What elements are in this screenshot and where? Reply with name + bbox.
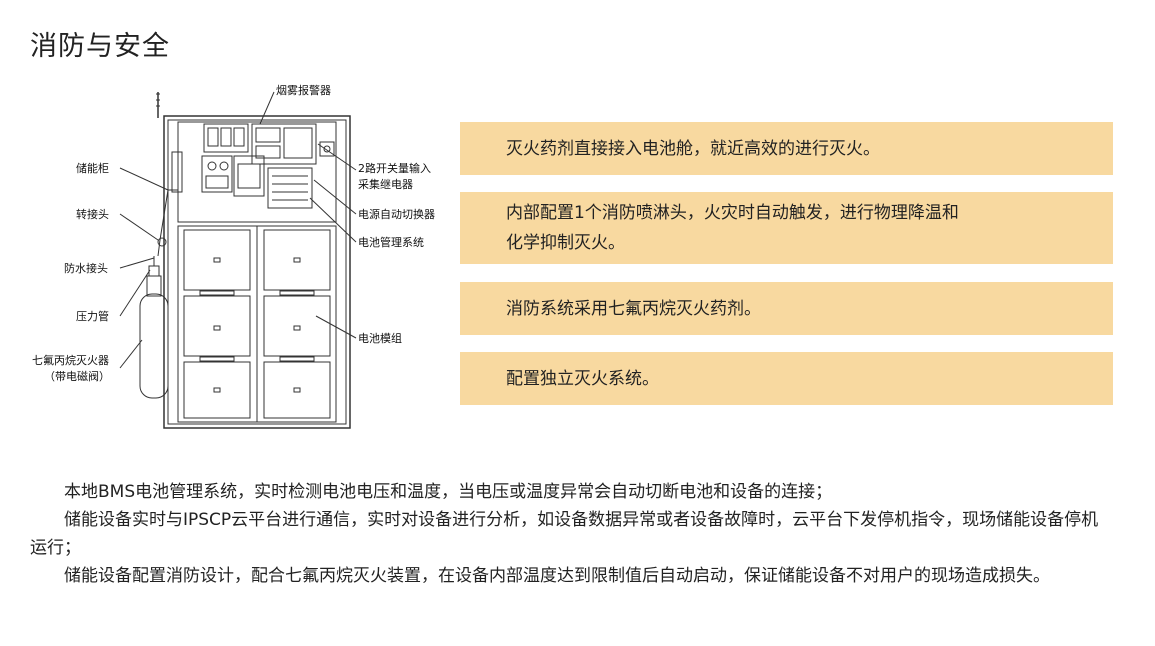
cabinet-diagram: 烟雾报警器 2路开关量输入 采集继电器 储能柜 转接头 电源自动切换器 电池管理… <box>32 83 435 429</box>
feature-text: 配置独立灭火系统。 <box>506 368 659 389</box>
feature-item: 消防系统采用七氟丙烷灭火药剂。 <box>460 282 1113 335</box>
feature-item: 配置独立灭火系统。 <box>460 352 1113 405</box>
label-extinguisher-line1: 七氟丙烷灭火器 <box>32 353 109 367</box>
feature-item: 内部配置1个消防喷淋头，火灾时自动触发，进行物理降温和 化学抑制灭火。 <box>460 192 1113 264</box>
label-relay-line1: 2路开关量输入 <box>358 161 431 175</box>
label-pressure-pipe: 压力管 <box>76 309 109 323</box>
paragraph-bms: 本地BMS电池管理系统，实时检测电池电压和温度，当电压或温度异常会自动切断电池和… <box>64 482 833 502</box>
feature-text: 消防系统采用七氟丙烷灭火药剂。 <box>506 298 761 319</box>
label-battery-module: 电池模组 <box>358 331 402 345</box>
label-smoke-alarm: 烟雾报警器 <box>276 83 331 97</box>
label-bms: 电池管理系统 <box>358 235 424 249</box>
label-adapter: 转接头 <box>76 207 109 221</box>
label-extinguisher-line2: （带电磁阀） <box>44 369 110 383</box>
paragraph-cloud: 储能设备实时与IPSCP云平台进行通信，实时对设备进行分析，如设备数据异常或者设… <box>30 510 1099 558</box>
label-relay-line2: 采集继电器 <box>358 177 413 191</box>
description: 本地BMS电池管理系统，实时检测电池电压和温度，当电压或温度异常会自动切断电池和… <box>30 478 1115 590</box>
feature-text-line2: 化学抑制灭火。 <box>506 233 625 253</box>
feature-text: 灭火药剂直接接入电池舱，就近高效的进行灭火。 <box>506 138 880 159</box>
paragraph-fire: 储能设备配置消防设计，配合七氟丙烷灭火装置，在设备内部温度达到限制值后自动启动，… <box>64 566 1050 586</box>
page-title: 消防与安全 <box>30 31 170 62</box>
label-cabinet: 储能柜 <box>76 161 109 175</box>
label-power-switch: 电源自动切换器 <box>358 207 435 221</box>
label-waterproof-connector: 防水接头 <box>64 261 108 275</box>
feature-item: 灭火药剂直接接入电池舱，就近高效的进行灭火。 <box>460 122 1113 175</box>
feature-text-line1: 内部配置1个消防喷淋头，火灾时自动触发，进行物理降温和 <box>506 203 959 223</box>
